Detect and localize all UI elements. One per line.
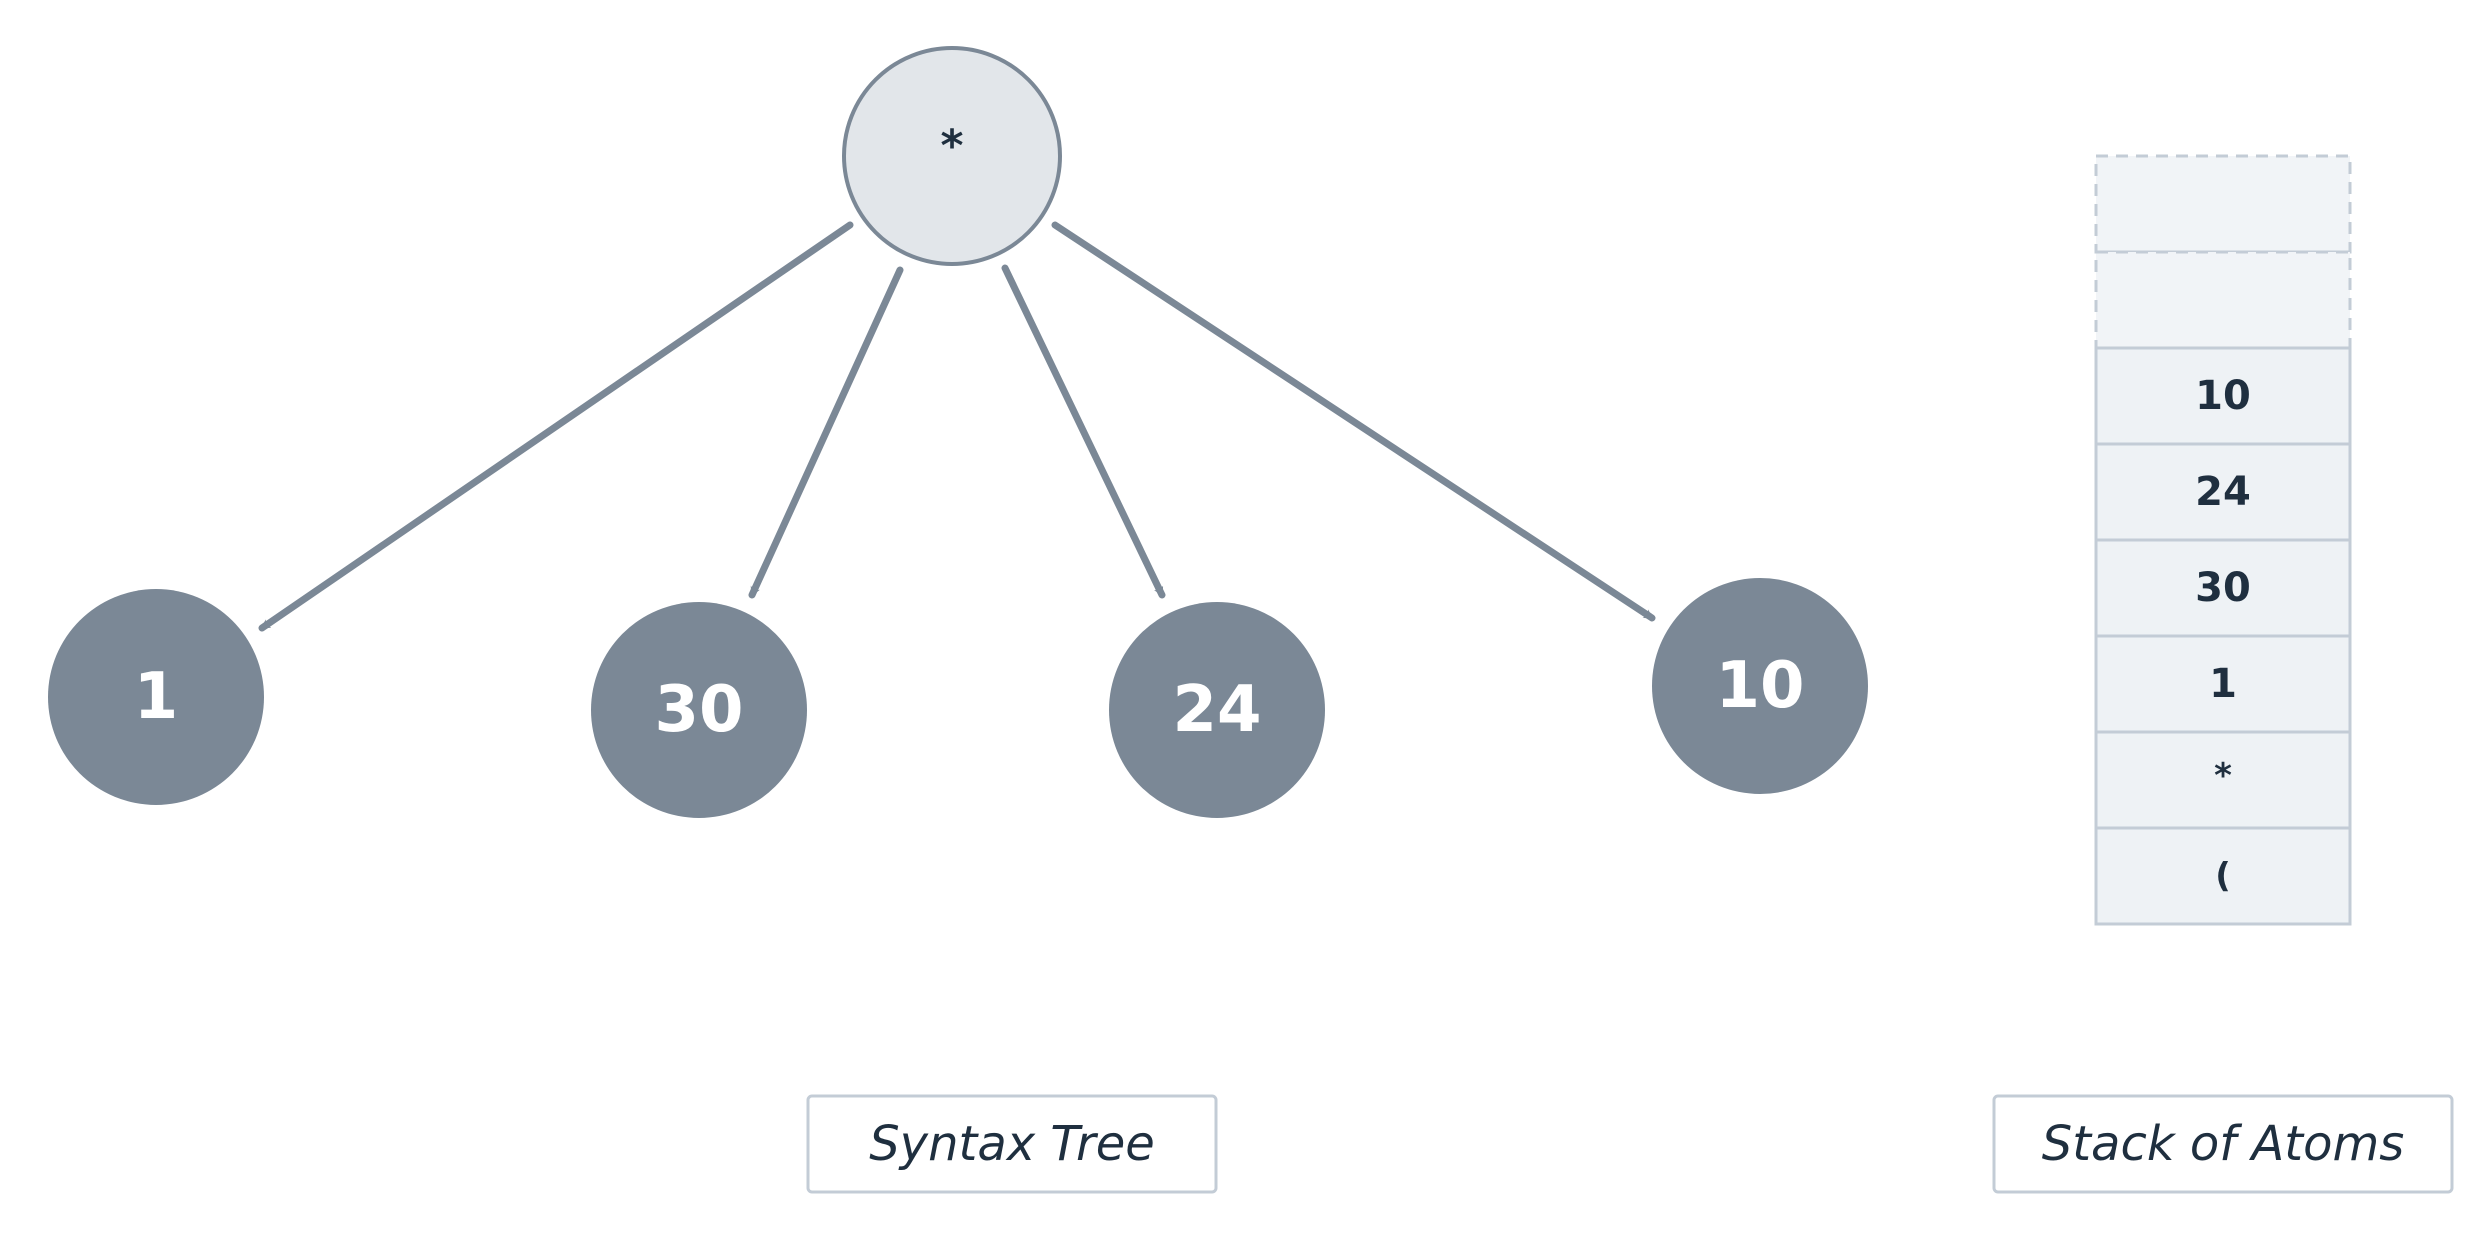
- stack-cell-label: 24: [2195, 469, 2251, 515]
- edge-root-to-10: [1051, 221, 1656, 622]
- root-node-label: *: [940, 121, 963, 172]
- syntax-tree-caption: Syntax Tree: [806, 1094, 1218, 1194]
- stack-cell-label: 10: [2195, 373, 2251, 419]
- tree-root-node: *: [842, 46, 1062, 266]
- stack-caption-text: Stack of Atoms: [2042, 1116, 2404, 1172]
- tree-leaf-node-1: 1: [48, 589, 264, 805]
- leaf-node-label: 10: [1715, 649, 1804, 723]
- stack-cell-label: 30: [2195, 565, 2251, 611]
- stack-cell: [2094, 826, 2352, 926]
- stack-cell-label: *: [2214, 756, 2232, 796]
- tree-edges: [258, 221, 1656, 632]
- stack-empty-slot: [2094, 250, 2352, 350]
- leaf-node-label: 30: [654, 673, 743, 747]
- stack-cell: [2094, 346, 2352, 446]
- tree-leaf-node-30: 30: [591, 602, 807, 818]
- stack-cell-label: 1: [2209, 661, 2237, 707]
- tree-leaf-node-10: 10: [1652, 578, 1868, 794]
- stack-of-atoms: 10 24 30 1 * (: [2094, 154, 2352, 926]
- stack-caption: Stack of Atoms: [1992, 1094, 2454, 1194]
- tree-leaf-node-24: 24: [1109, 602, 1325, 818]
- stack-cell: [2094, 730, 2352, 830]
- leaf-node-label: 1: [134, 660, 179, 734]
- stack-empty-slot: [2094, 154, 2352, 254]
- stack-cell-label: (: [2215, 856, 2231, 896]
- edge-root-to-1: [258, 221, 854, 632]
- edge-root-to-30: [748, 266, 904, 599]
- edge-root-to-24: [1001, 264, 1166, 599]
- leaf-node-label: 24: [1172, 673, 1261, 747]
- syntax-tree-caption-text: Syntax Tree: [869, 1116, 1155, 1172]
